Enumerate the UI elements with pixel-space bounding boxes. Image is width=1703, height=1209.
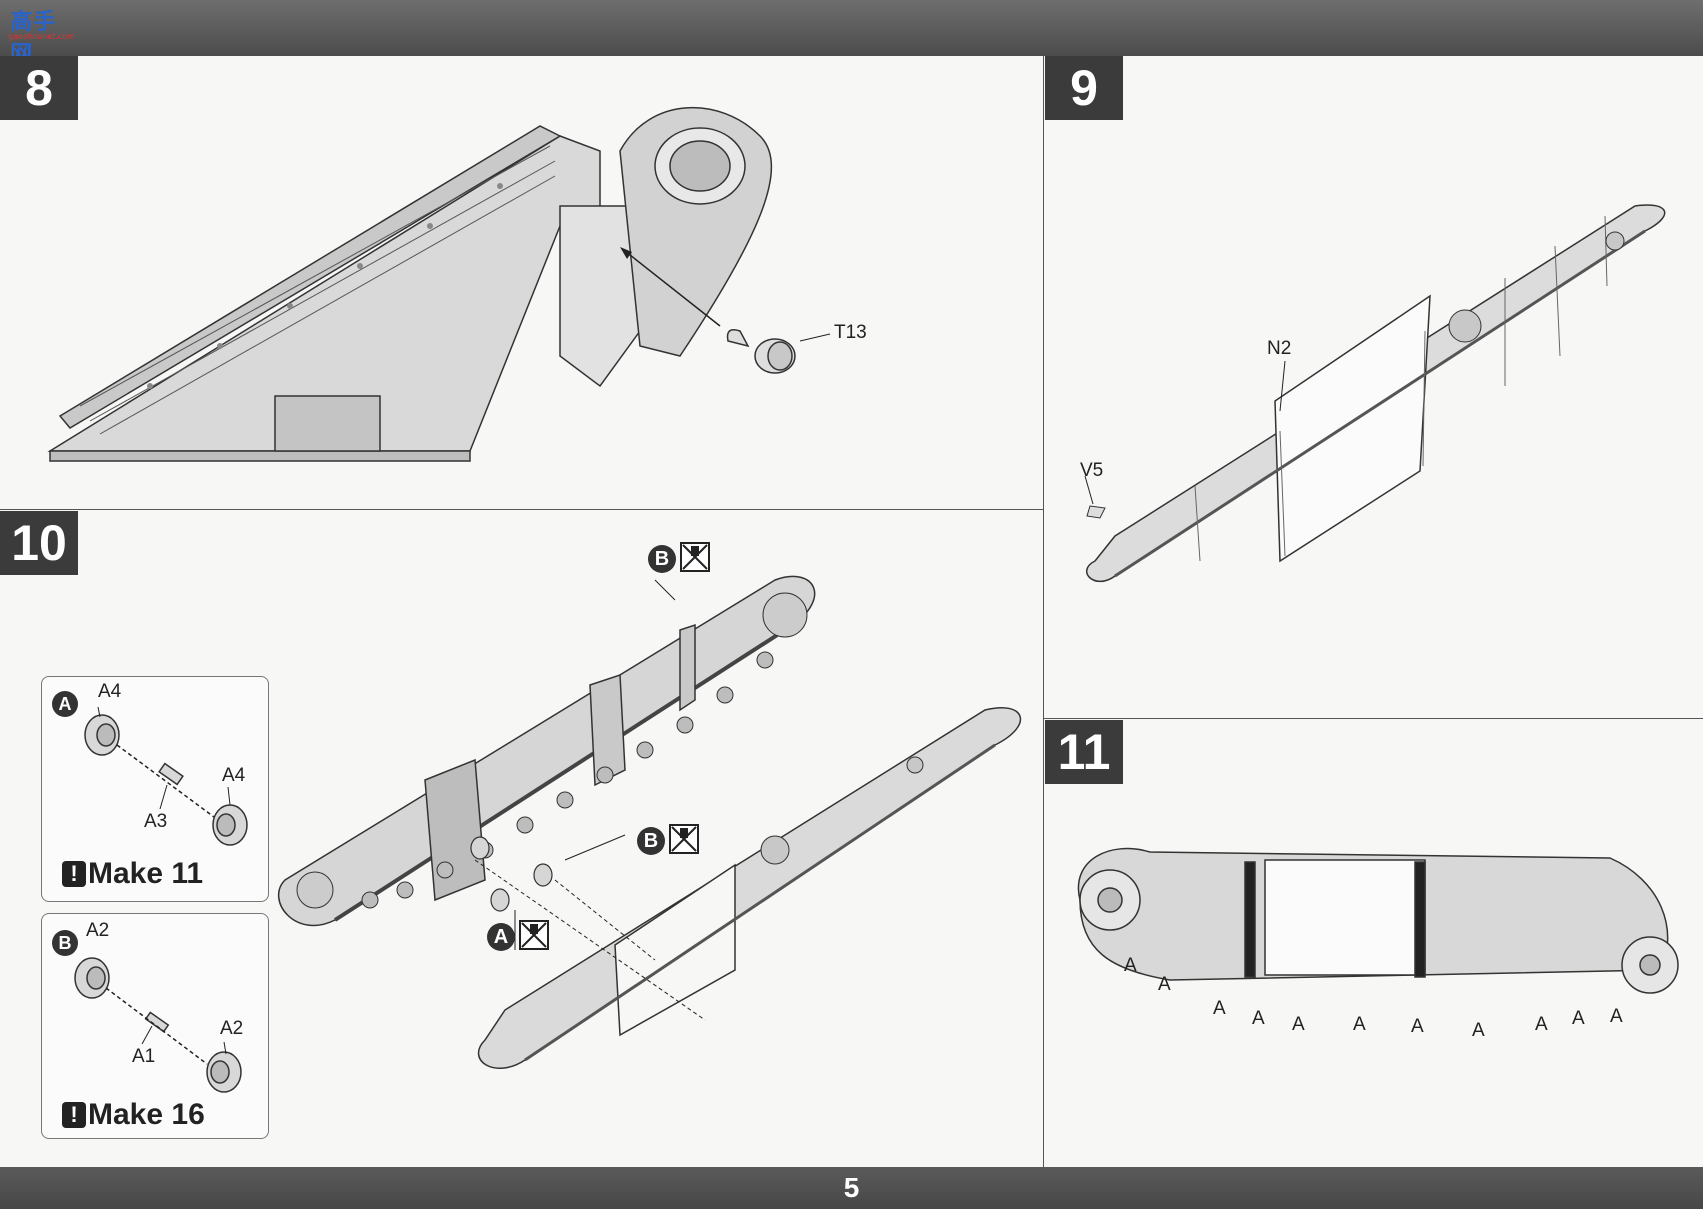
subassembly-b-badge: B — [52, 930, 78, 956]
header-bar: 高手网 gaoshounet.com — [0, 0, 1703, 67]
warning-icon: ! — [62, 861, 86, 887]
page-number: 5 — [843, 1172, 860, 1203]
no-glue-icon — [519, 920, 549, 950]
step-10-illustration — [278, 575, 1022, 1069]
marker-b-badge: B — [637, 827, 665, 855]
warning-icon: ! — [62, 1102, 86, 1128]
marker-b-badge: B — [648, 545, 676, 573]
wheel-label: A — [1158, 974, 1171, 995]
subassembly-a-badge: A — [52, 691, 78, 717]
sub-b-make-note: !Make 16 — [62, 1098, 205, 1132]
no-glue-icon — [669, 824, 699, 854]
column-divider — [1043, 56, 1044, 1167]
sub-b-make-text: Make 16 — [88, 1098, 205, 1131]
step-11-illustration — [1077, 847, 1679, 994]
wheel-label: A — [1353, 1014, 1366, 1035]
subassembly-b-box: B A2 A1 A2 !Make 16 — [41, 913, 269, 1139]
part-label-v5: V5 — [1080, 460, 1104, 481]
step-9-illustration — [1084, 204, 1666, 583]
subassembly-b-drawing — [74, 957, 242, 1093]
sub-b-part-axle: A1 — [132, 1046, 156, 1067]
wheel-label: A — [1610, 1006, 1623, 1027]
step-9-number: 9 — [1045, 56, 1123, 120]
sub-b-part-top: A2 — [86, 920, 110, 941]
sub-a-make-note: !Make 11 — [62, 857, 203, 891]
no-glue-icon — [680, 542, 710, 572]
wheel-label: A — [1472, 1020, 1485, 1041]
part-label-t13: T13 — [834, 322, 867, 343]
subassembly-a-drawing — [84, 706, 248, 846]
wheel-label: A — [1292, 1014, 1305, 1035]
row-divider-left — [0, 509, 1043, 510]
row-divider-right — [1044, 718, 1703, 719]
logo-url: gaoshounet.com — [8, 32, 75, 41]
sub-a-make-text: Make 11 — [88, 857, 204, 890]
step-10-number: 10 — [0, 511, 78, 575]
part-label-n2: N2 — [1267, 338, 1292, 359]
wheel-label: A — [1252, 1008, 1265, 1029]
wheel-label: A — [1213, 998, 1226, 1019]
step-8-illustration — [47, 107, 831, 462]
sub-a-part-top: A4 — [98, 681, 122, 702]
sub-a-part-right: A4 — [222, 765, 246, 786]
wheel-label: A — [1572, 1008, 1585, 1029]
wheel-label: A — [1411, 1016, 1424, 1037]
step-8-number: 8 — [0, 56, 78, 120]
sub-a-part-axle: A3 — [144, 811, 168, 832]
site-logo: 高手网 gaoshounet.com — [8, 4, 75, 67]
marker-a-badge: A — [487, 923, 515, 951]
subassembly-a-box: A A4 A4 A3 !Make 11 — [41, 676, 269, 902]
sub-b-part-right: A2 — [220, 1018, 244, 1039]
step-11-number: 11 — [1045, 720, 1123, 784]
wheel-label: A — [1535, 1014, 1548, 1035]
footer-bar — [0, 1167, 1703, 1209]
wheel-label: A — [1124, 955, 1137, 976]
